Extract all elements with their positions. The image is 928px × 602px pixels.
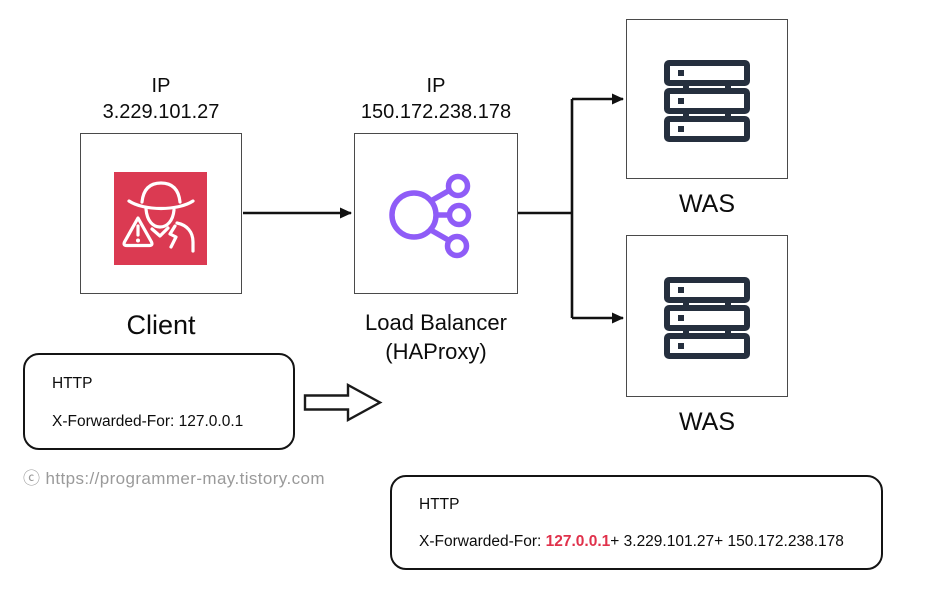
http-after-title: HTTP: [419, 496, 460, 513]
lb-ip-value: 150.172.238.178: [360, 101, 512, 123]
http-after-header-prefix: X-Forwarded-For:: [419, 533, 546, 550]
server-stack-icon: [664, 60, 750, 142]
lb-ip-label: IP 150.172.238.178: [334, 73, 538, 125]
lb-label-line2: (HAProxy): [385, 339, 487, 364]
client-node: [80, 133, 242, 294]
lb-branch-line: [518, 99, 574, 318]
client-ip-label: IP 3.229.101.27: [60, 73, 262, 125]
http-after-header: X-Forwarded-For: 127.0.0.1+ 3.229.101.27…: [419, 533, 844, 551]
block-arrow-icon: [303, 382, 383, 423]
http-before-header: X-Forwarded-For: 127.0.0.1: [52, 413, 244, 430]
http-request-before-box: HTTP X-Forwarded-For: 127.0.0.1: [23, 353, 295, 450]
watermark-url: ⓒ https://programmer-may.tistory.com: [23, 469, 325, 488]
load-balancer-node-label: Load Balancer (HAProxy): [334, 308, 538, 366]
client-node-label: Client: [126, 310, 196, 340]
load-balancer-node: [354, 133, 518, 294]
client-ip-caption: IP: [151, 75, 171, 97]
client-ip-value: 3.229.101.27: [102, 101, 220, 123]
was-top-node: [626, 19, 788, 179]
hacker-icon: [114, 172, 207, 265]
was-bottom-node: [626, 235, 788, 397]
http-request-after-box: HTTP X-Forwarded-For: 127.0.0.1+ 3.229.1…: [390, 475, 883, 570]
spoofed-ip-highlight: 127.0.0.1: [545, 533, 611, 550]
server-stack-icon: [664, 277, 750, 359]
http-after-header-suffix: + 3.229.101.27+ 150.172.238.178: [610, 533, 844, 550]
was-top-label: WAS: [678, 190, 736, 218]
lb-label-line1: Load Balancer: [365, 310, 507, 335]
http-before-title: HTTP: [52, 375, 93, 392]
was-bottom-label: WAS: [678, 408, 736, 436]
load-balancer-icon: [389, 173, 472, 259]
lb-ip-caption: IP: [426, 75, 446, 97]
